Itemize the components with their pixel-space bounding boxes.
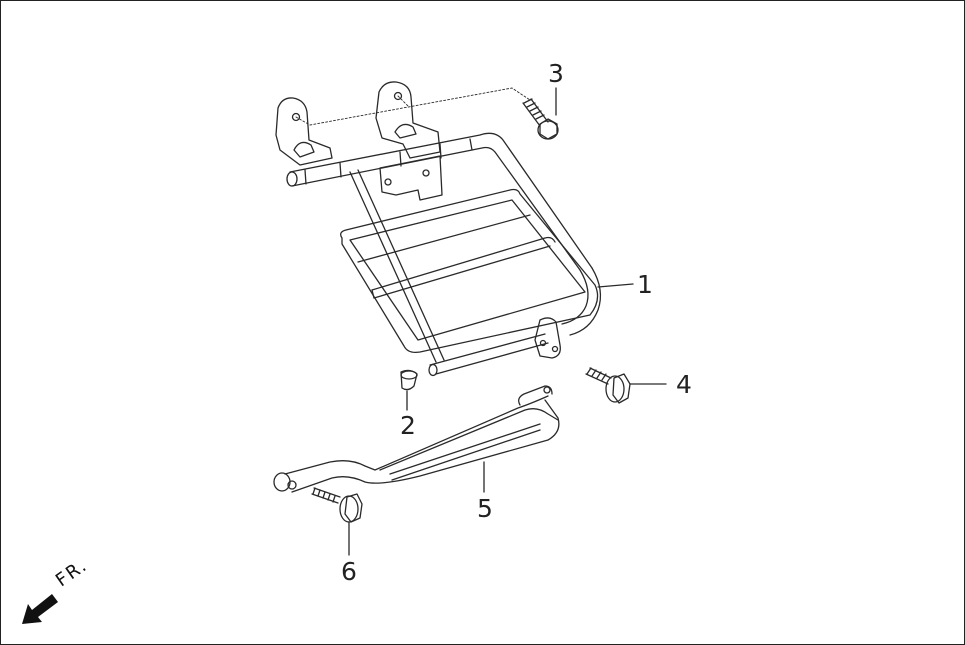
- flange-bolt-lower: [311, 487, 363, 556]
- callout-4: 4: [676, 370, 692, 399]
- alignment-line: [295, 87, 531, 126]
- callout-1: 1: [637, 270, 653, 299]
- callout-2: 2: [400, 411, 416, 440]
- rack-frame: [275, 81, 602, 377]
- front-arrow-icon: [22, 594, 58, 624]
- flange-bolt-right: [585, 367, 667, 404]
- lower-support-bar: [273, 385, 560, 493]
- leader-line-1: [597, 283, 634, 288]
- callout-3: 3: [548, 59, 564, 88]
- rubber-cap: [400, 369, 418, 411]
- callout-6: 6: [341, 557, 357, 586]
- callout-5: 5: [477, 494, 493, 523]
- flange-bolt-upper: [522, 87, 559, 140]
